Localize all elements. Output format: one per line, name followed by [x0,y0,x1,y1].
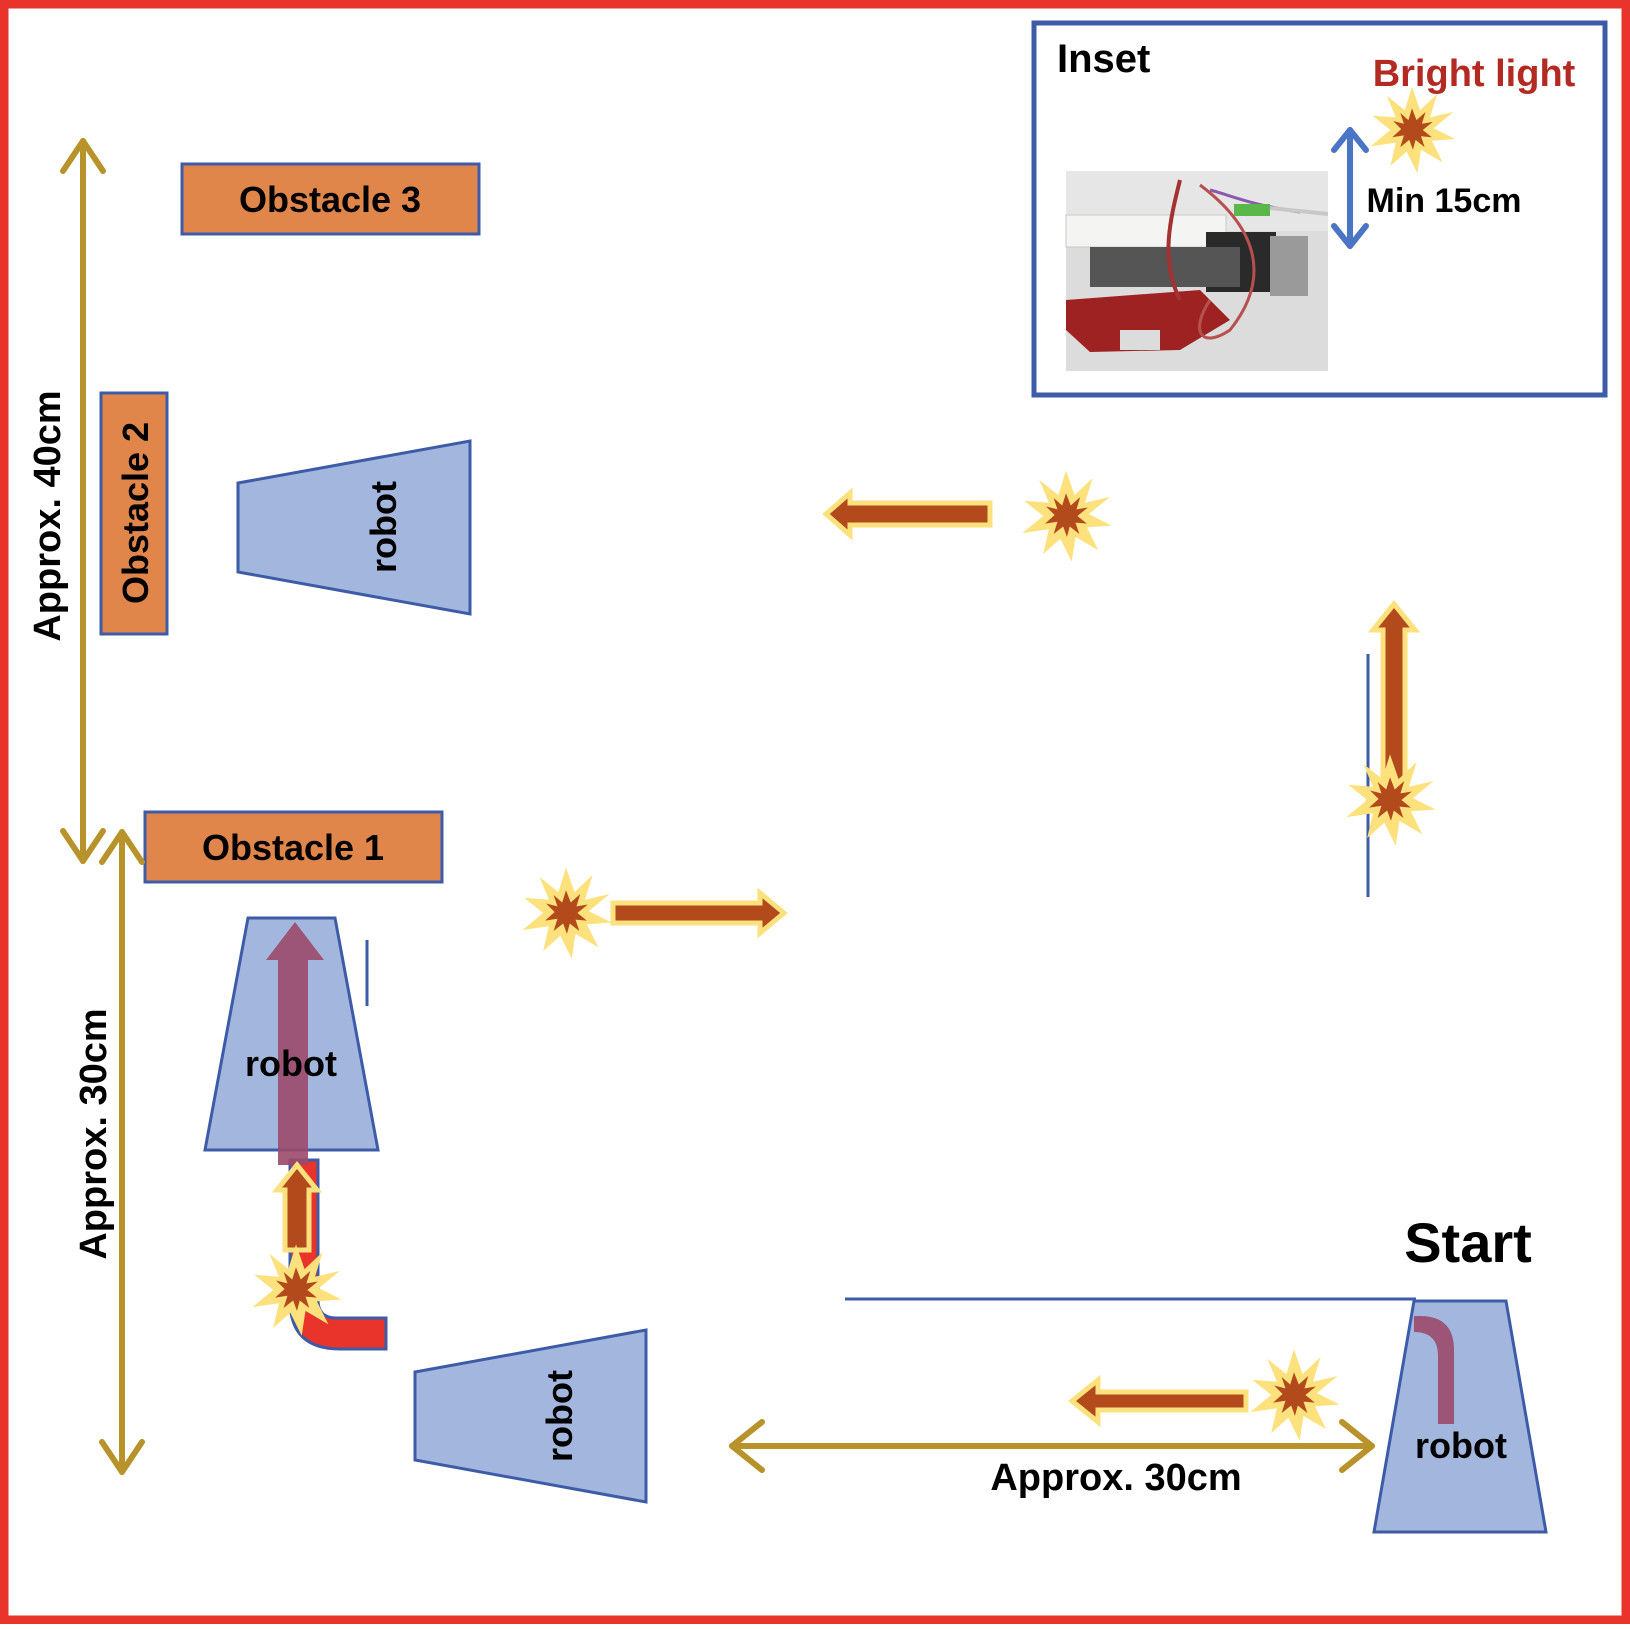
robot-bottom-left [413,1328,648,1504]
direction-arrow-left-up [271,1160,323,1253]
inset-title: Inset [1057,37,1150,81]
direction-arrow-upper-left [822,487,993,541]
inset-panel: Inset Bright light Min 15cm [1031,20,1608,398]
direction-arrow-right-up [1367,600,1421,793]
robot-mid-left-label: robot [245,1043,337,1084]
inset-light-label: Bright light [1373,53,1576,95]
robot-bottom-left-label: robot [539,1370,580,1462]
robot-top-left [236,439,472,616]
path-overlay-mid-left [266,922,324,1165]
obstacle-2-label: Obstacle 2 [115,422,156,604]
path-segment-start [845,1297,1416,1301]
inset-robot-photo [1065,171,1329,371]
dimension-left-upper [60,138,106,864]
obstacle-1-label: Obstacle 1 [202,827,384,868]
dimension-bottom-label: Approx. 30cm [990,1457,1241,1499]
direction-arrow-lower-right [610,887,788,939]
obstacle-1 [143,810,444,884]
robot-top-left-label: robot [363,481,404,573]
direction-arrow-start [1068,1374,1249,1428]
dimension-left-upper-label: Approx. 40cm [27,390,69,641]
dimension-left-lower [99,829,145,1475]
start-label: Start [1404,1211,1532,1274]
dimension-bottom [729,1419,1375,1473]
obstacle-2 [99,391,169,636]
path-overlay-start [1414,1316,1454,1424]
dimension-left-lower-label: Approx. 30cm [73,1008,115,1259]
obstacle-3 [180,162,481,236]
obstacle-3-label: Obstacle 3 [239,179,421,220]
robot-start-label: robot [1415,1425,1507,1466]
robot-start [1372,1299,1548,1534]
inset-distance-label: Min 15cm [1367,182,1522,220]
inset-distance-arrow [1331,127,1369,249]
